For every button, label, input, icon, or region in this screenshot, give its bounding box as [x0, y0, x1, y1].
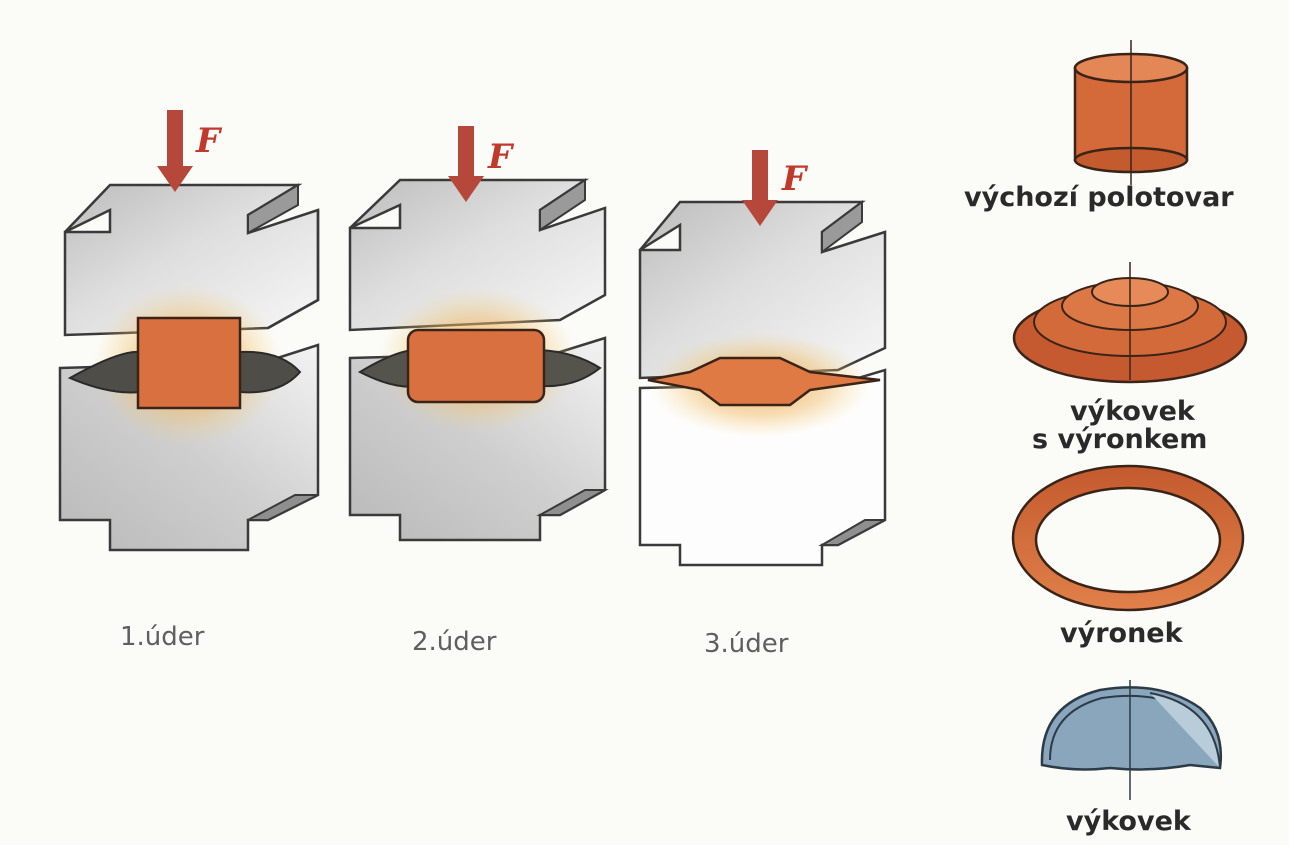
part-label-forging-with-flash-1: výkovek: [1070, 396, 1196, 427]
stage-1-die: F: [60, 110, 318, 550]
stage-1-force-label: F: [195, 121, 223, 161]
stage-1-force-arrow: [157, 110, 193, 192]
stage-2-die: F: [350, 126, 605, 540]
flash-ring: [1013, 466, 1243, 610]
forging-section: [1042, 680, 1221, 800]
part-label-forging-with-flash-2: s výronkem: [1032, 424, 1207, 455]
part-label-flash: výronek: [1060, 618, 1184, 649]
stage-1-label: 1.úder: [120, 622, 205, 652]
billet-cylinder: [1075, 40, 1187, 185]
stage-1-workpiece: [138, 318, 240, 408]
part-label-forging: výkovek: [1066, 806, 1192, 837]
stage-3-label: 3.úder: [704, 629, 789, 659]
stage-2-workpiece: [408, 330, 544, 402]
stage-3-die: F: [640, 150, 885, 565]
stage-3-force-label: F: [781, 159, 809, 199]
stage-2-force-label: F: [487, 137, 515, 177]
forging-with-flash: [1014, 262, 1246, 382]
stage-2-label: 2.úder: [412, 627, 497, 657]
part-label-billet: výchozí polotovar: [964, 182, 1234, 213]
